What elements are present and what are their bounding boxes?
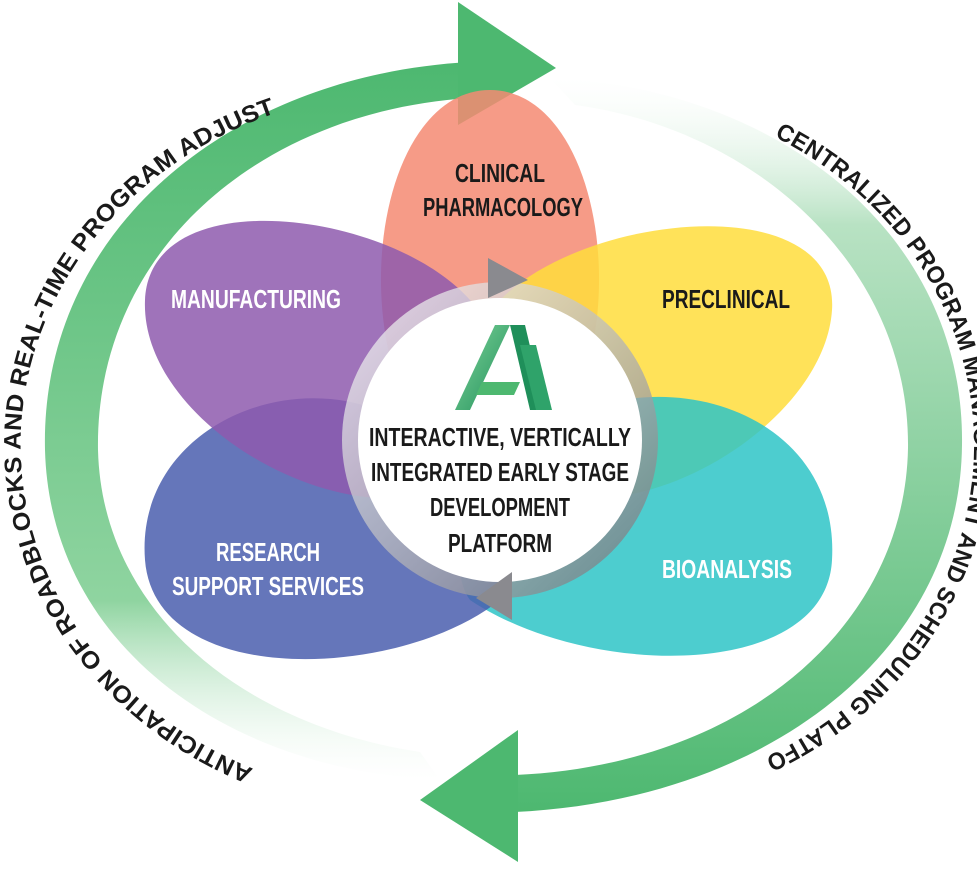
right-cycle-arrow xyxy=(515,78,963,812)
center-hub: INTERACTIVE, VERTICALLY INTEGRATED EARLY… xyxy=(342,258,658,620)
center-line-4: PLATFORM xyxy=(448,528,552,558)
clinical-label-line1: CLINICAL xyxy=(455,158,545,188)
bioanalysis-label: BIOANALYSIS xyxy=(662,554,792,584)
clinical-label-line2: PHARMACOLOGY xyxy=(423,192,583,222)
center-line-1: INTERACTIVE, VERTICALLY xyxy=(369,422,631,452)
center-circle xyxy=(358,298,642,582)
preclinical-label: PRECLINICAL xyxy=(662,284,790,314)
ring-arrow-bottom-icon xyxy=(476,572,512,620)
petal-labels: CLINICAL PHARMACOLOGY PRECLINICAL BIOANA… xyxy=(171,158,792,601)
triangle-a-logo-icon xyxy=(455,325,552,410)
left-cycle-arrow xyxy=(44,62,471,780)
center-line-2: INTEGRATED EARLY STAGE xyxy=(371,457,629,487)
ring-arrow-top-icon xyxy=(488,258,528,298)
research-label-line1: RESEARCH xyxy=(216,537,320,567)
research-label-line2: SUPPORT SERVICES xyxy=(172,571,364,601)
manufacturing-label: MANUFACTURING xyxy=(171,284,341,314)
bottom-arrowhead xyxy=(420,730,518,862)
center-line-3: DEVELOPMENT xyxy=(430,492,570,522)
